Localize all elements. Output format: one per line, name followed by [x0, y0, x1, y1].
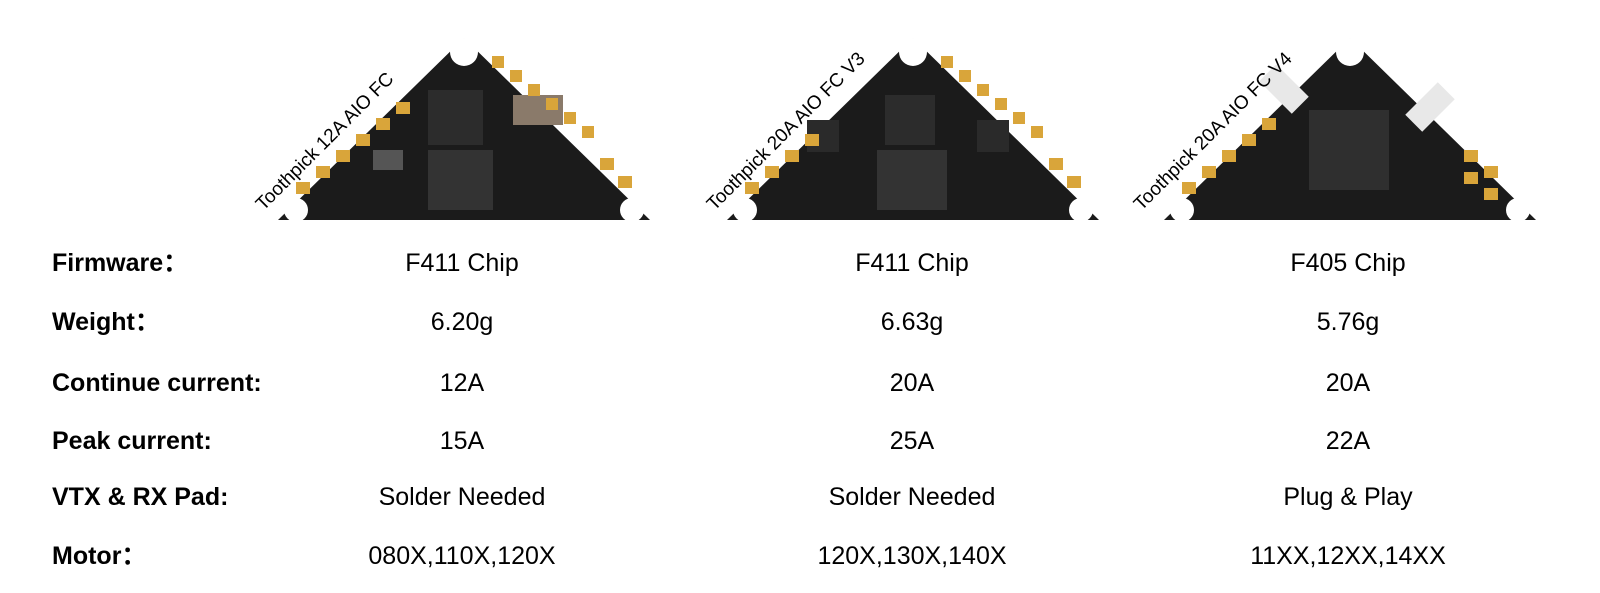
spec-label: Continue current: [52, 369, 262, 397]
spec-value-col1: 15A [439, 427, 485, 455]
fc-board-1-graphic [278, 38, 650, 222]
fc-board-2-graphic [727, 38, 1099, 222]
spec-label: Weight： [52, 308, 160, 336]
spec-label: VTX & RX Pad: [52, 483, 229, 511]
spec-label: Firmware： [52, 249, 189, 277]
spec-value-col2: Solder Needed [828, 483, 996, 511]
spec-value-col1: 080X,110X,120X [368, 542, 556, 570]
spec-row-peak-current: Peak current: 15A 25A 22A [0, 421, 1600, 461]
spec-value-col2: F411 Chip [855, 249, 969, 277]
spec-value-col2: 25A [889, 427, 935, 455]
spec-row-vtx-rx-pad: VTX & RX Pad: Solder Needed Solder Neede… [0, 477, 1600, 517]
spec-row-weight: Weight： 6.20g 6.63g 5.76g [0, 302, 1600, 342]
spec-value-col3: 5.76g [1316, 308, 1380, 336]
spec-label: Motor： [52, 542, 147, 570]
spec-row-continue-current: Continue current: 12A 20A 20A [0, 363, 1600, 403]
spec-value-col1: 6.20g [430, 308, 494, 336]
spec-row-motor: Motor： 080X,110X,120X 120X,130X,140X 11X… [0, 536, 1600, 576]
board-image-2: Toothpick 20A AIO FC V3 [703, 0, 1099, 222]
board-image-3: Toothpick 20A AIO FC V4 [1130, 0, 1536, 222]
spec-value-col2: 120X,130X,140X [817, 542, 1007, 570]
spec-value-col1: Solder Needed [378, 483, 546, 511]
spec-value-col1: F411 Chip [405, 249, 519, 277]
spec-value-col3: F405 Chip [1290, 249, 1406, 277]
fc-board-3-graphic [1164, 38, 1536, 222]
spec-value-col1: 12A [439, 369, 485, 397]
spec-value-col2: 6.63g [880, 308, 944, 336]
board-image-1: Toothpick 12A AIO FC [252, 0, 650, 222]
spec-value-col3: 11XX,12XX,14XX [1250, 542, 1446, 570]
spec-label: Peak current: [52, 427, 212, 455]
spec-value-col2: 20A [889, 369, 935, 397]
spec-value-col3: 20A [1325, 369, 1371, 397]
spec-value-col3: Plug & Play [1283, 483, 1413, 511]
spec-value-col3: 22A [1325, 427, 1371, 455]
spec-row-firmware: Firmware： F411 Chip F411 Chip F405 Chip [0, 243, 1600, 283]
